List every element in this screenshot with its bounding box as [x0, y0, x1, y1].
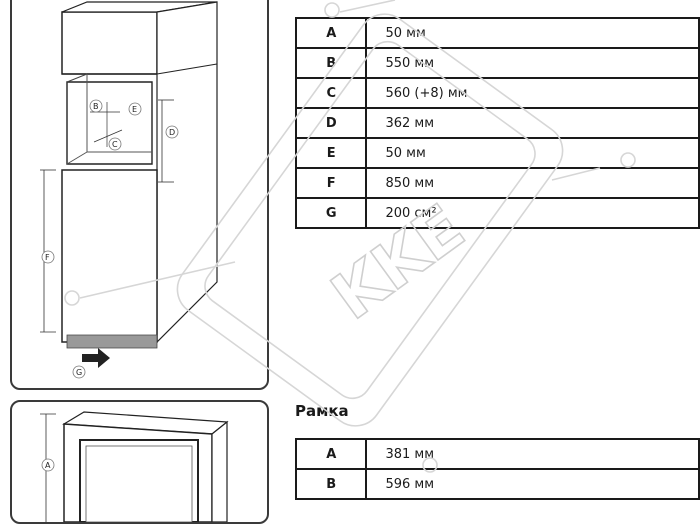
spec-key: E: [294, 137, 368, 169]
spec-value: 596 мм: [365, 468, 700, 500]
label-c: C: [112, 140, 118, 149]
cabinet-diagram: B E D C F G: [40, 1, 218, 379]
spec-key: A: [294, 17, 368, 49]
frame-section-title: Рамка: [295, 402, 349, 420]
frame-diagram-panel: A: [10, 400, 269, 524]
label-a: A: [45, 461, 51, 470]
spec-key: F: [294, 167, 368, 199]
label-b: B: [93, 102, 99, 111]
spec-value: 560 (+8) мм: [365, 77, 700, 109]
spec-value: 362 мм: [365, 107, 700, 139]
spec-key: C: [294, 77, 368, 109]
label-f: F: [45, 253, 50, 262]
spec-value: 50 мм: [365, 137, 700, 169]
spec-value: 381 мм: [365, 438, 700, 470]
spec-key: B: [294, 468, 368, 500]
spec-value: 50 мм: [365, 17, 700, 49]
label-e: E: [132, 105, 137, 114]
frame-diagram: A: [40, 411, 229, 522]
spec-value: 200 см²: [365, 197, 700, 229]
spec-value: 550 мм: [365, 47, 700, 79]
spec-key: G: [294, 197, 368, 229]
label-d: D: [169, 128, 175, 137]
cabinet-diagram-panel: B E D C F G: [10, 0, 269, 390]
spec-value: 850 мм: [365, 167, 700, 199]
label-g: G: [76, 368, 82, 377]
spec-key: A: [294, 438, 368, 470]
spec-key: D: [294, 107, 368, 139]
spec-key: B: [294, 47, 368, 79]
